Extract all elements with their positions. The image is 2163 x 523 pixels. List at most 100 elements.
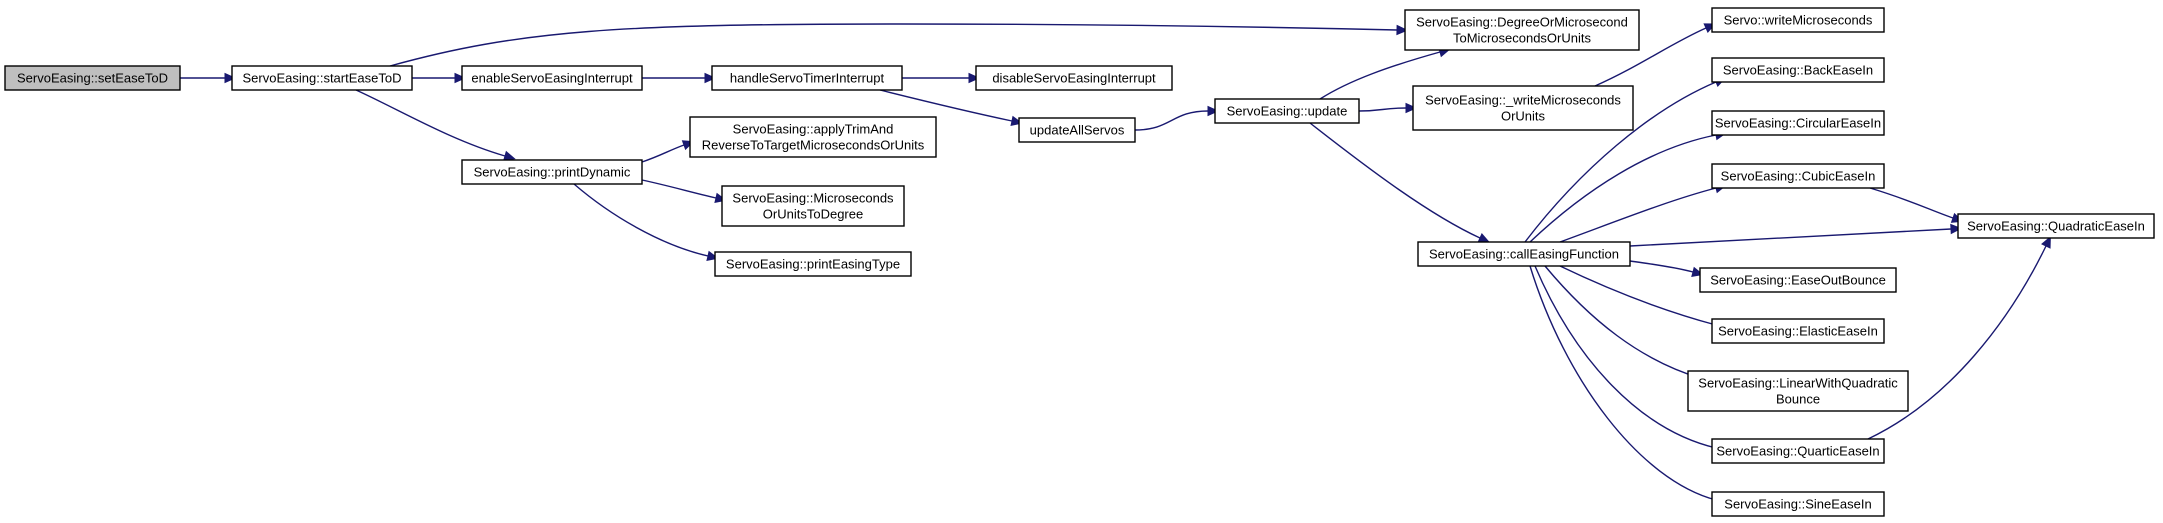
node-label: OrUnits — [1501, 109, 1546, 124]
node-box — [1699, 267, 1897, 293]
node-box — [1687, 370, 1909, 412]
edge-quarticEaseIn-to-quadraticEaseIn — [1867, 235, 2051, 440]
call-edges — [179, 23, 2051, 505]
edge-callEasingFunction-to-circularEaseIn — [1529, 129, 1728, 243]
node-cubicEaseIn[interactable]: ServoEasing::CubicEaseIn — [1711, 163, 1885, 189]
node-box — [711, 65, 903, 91]
node-updateAllServos[interactable]: updateAllServos — [1018, 117, 1136, 143]
node-quarticEaseIn[interactable]: ServoEasing::QuarticEaseIn — [1711, 438, 1885, 464]
node-label: ServoEasing::LinearWithQuadratic — [1698, 376, 1898, 391]
edge-callEasingFunction-to-cubicEaseIn — [1559, 183, 1727, 243]
edge-callEasingFunction-to-easeOutBounce — [1629, 260, 1704, 277]
node-label: OrUnitsToDegree — [763, 207, 863, 222]
node-box — [721, 185, 905, 227]
node-setEaseToD[interactable]: ServoEasing::setEaseToD — [4, 65, 181, 91]
edge-startEaseToD-to-printDynamic — [355, 89, 516, 161]
node-label: ServoEasing::startEaseToD — [243, 71, 402, 86]
edge-cubicEaseIn-to-quadraticEaseIn — [1869, 187, 1964, 223]
node-label: ToMicrosecondsOrUnits — [1453, 31, 1591, 46]
node-box — [1711, 438, 1885, 464]
node-circularEaseIn[interactable]: ServoEasing::CircularEaseIn — [1711, 110, 1885, 136]
node-box — [1957, 213, 2155, 239]
node-label: ServoEasing::Microseconds — [732, 191, 894, 206]
node-label: ServoEasing::EaseOutBounce — [1710, 273, 1886, 288]
edge-callEasingFunction-to-quadraticEaseIn — [1629, 223, 1963, 247]
node-label: ServoEasing::printDynamic — [474, 165, 631, 180]
node-startEaseToD[interactable]: ServoEasing::startEaseToD — [231, 65, 413, 91]
edge-printDynamic-to-microsecondsOrUnitsToDegree — [641, 179, 727, 204]
node-quadraticEaseIn[interactable]: ServoEasing::QuadraticEaseIn — [1957, 213, 2155, 239]
edge-update-to-writeMicrosecondsOrUnits — [1358, 102, 1418, 114]
node-label: ServoEasing::update — [1227, 104, 1348, 119]
node-box — [975, 65, 1173, 91]
node-label: ServoEasing::printEasingType — [726, 257, 900, 272]
node-handleServoTimerInterrupt[interactable]: handleServoTimerInterrupt — [711, 65, 903, 91]
node-printDynamic[interactable]: ServoEasing::printDynamic — [461, 159, 643, 185]
node-label: ServoEasing::_writeMicroseconds — [1425, 93, 1621, 108]
node-callEasingFunction[interactable]: ServoEasing::callEasingFunction — [1417, 241, 1631, 267]
node-box — [1711, 318, 1885, 344]
node-label: updateAllServos — [1030, 123, 1125, 138]
node-label: ServoEasing::QuadraticEaseIn — [1967, 219, 2145, 234]
edge-startEaseToD-to-degreeOrMicrosecond — [389, 23, 1409, 67]
node-box — [1412, 85, 1634, 131]
node-label: disableServoEasingInterrupt — [992, 71, 1156, 86]
node-label: ServoEasing::applyTrimAnd — [733, 122, 894, 137]
node-printEasingType[interactable]: ServoEasing::printEasingType — [714, 251, 912, 277]
node-box — [231, 65, 413, 91]
node-elasticEaseIn[interactable]: ServoEasing::ElasticEaseIn — [1711, 318, 1885, 344]
node-box — [1711, 7, 1885, 33]
node-label: ServoEasing::BackEaseIn — [1723, 63, 1873, 78]
node-box — [1711, 163, 1885, 189]
edge-setEaseToD-to-startEaseToD — [179, 72, 237, 84]
node-label: ServoEasing::QuarticEaseIn — [1716, 444, 1879, 459]
node-degreeOrMicrosecond[interactable]: ServoEasing::DegreeOrMicrosecondToMicros… — [1404, 9, 1640, 51]
node-label: handleServoTimerInterrupt — [730, 71, 885, 86]
node-disableServoEasingInterrupt[interactable]: disableServoEasingInterrupt — [975, 65, 1173, 91]
node-label: ServoEasing::setEaseToD — [17, 71, 168, 86]
node-box — [4, 65, 181, 91]
node-servoWriteMicroseconds[interactable]: Servo::writeMicroseconds — [1711, 7, 1885, 33]
function-nodes: ServoEasing::setEaseToD ServoEasing::star… — [4, 7, 2155, 517]
node-label: ServoEasing::ElasticEaseIn — [1718, 324, 1878, 339]
edge-handleServoTimerInterrupt-to-disableServoEasingInterrupt — [901, 72, 981, 84]
node-label: ServoEasing::CircularEaseIn — [1715, 116, 1881, 131]
node-sineEaseIn[interactable]: ServoEasing::SineEaseIn — [1711, 491, 1885, 517]
node-box — [1417, 241, 1631, 267]
node-box — [1214, 98, 1360, 124]
edge-enableServoEasingInterrupt-to-handleServoTimerInterrupt — [641, 72, 717, 84]
node-box — [1711, 491, 1885, 517]
node-label: Bounce — [1776, 392, 1820, 407]
node-easeOutBounce[interactable]: ServoEasing::EaseOutBounce — [1699, 267, 1897, 293]
node-applyTrimAndReverse[interactable]: ServoEasing::applyTrimAndReverseToTarget… — [689, 116, 937, 158]
node-update[interactable]: ServoEasing::update — [1214, 98, 1360, 124]
node-label: ServoEasing::CubicEaseIn — [1721, 169, 1876, 184]
node-label: Servo::writeMicroseconds — [1724, 13, 1873, 28]
node-label: ReverseToTargetMicrosecondsOrUnits — [702, 138, 925, 153]
edge-startEaseToD-to-enableServoEasingInterrupt — [411, 72, 467, 84]
edge-callEasingFunction-to-linearWithQuadraticBounce — [1544, 265, 1711, 383]
node-box — [689, 116, 937, 158]
node-box — [461, 65, 643, 91]
node-box — [1711, 57, 1885, 83]
edge-update-to-callEasingFunction — [1309, 122, 1491, 243]
edge-updateAllServos-to-update — [1134, 105, 1220, 131]
node-box — [1018, 117, 1136, 143]
node-label: ServoEasing::DegreeOrMicrosecond — [1416, 15, 1628, 30]
node-label: enableServoEasingInterrupt — [471, 71, 633, 86]
node-label: ServoEasing::SineEaseIn — [1724, 497, 1871, 512]
node-box — [461, 159, 643, 185]
node-label: ServoEasing::callEasingFunction — [1429, 247, 1619, 262]
node-backEaseIn[interactable]: ServoEasing::BackEaseIn — [1711, 57, 1885, 83]
edge-printDynamic-to-printEasingType — [573, 183, 719, 262]
node-enableServoEasingInterrupt[interactable]: enableServoEasingInterrupt — [461, 65, 643, 91]
node-box — [714, 251, 912, 277]
edge-printDynamic-to-applyTrimAndReverse — [641, 140, 695, 163]
edge-callEasingFunction-to-quarticEaseIn — [1534, 265, 1727, 454]
node-box — [1711, 110, 1885, 136]
node-box — [1404, 9, 1640, 51]
